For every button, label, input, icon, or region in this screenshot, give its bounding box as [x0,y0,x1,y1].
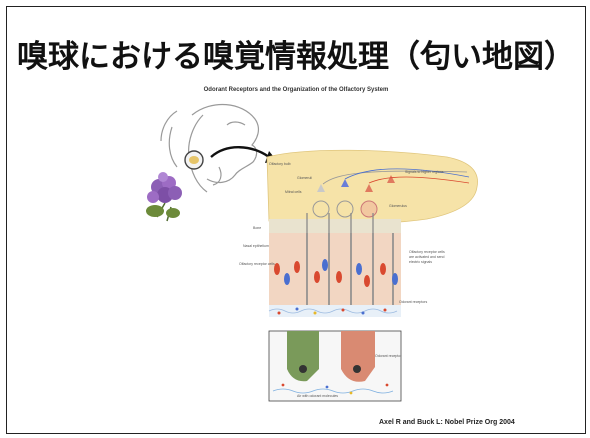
annotation-labels: Olfactory receptor cells are activated a… [399,250,445,304]
lilac-flower-icon [146,172,182,221]
svg-text:electric signals: electric signals [409,260,432,264]
mucus-layer [269,305,401,317]
svg-text:Olfactory receptor cells: Olfactory receptor cells [239,262,275,266]
cribriform-plate [269,219,401,233]
svg-text:Signals to higher regions: Signals to higher regions [405,170,444,174]
slide: 嗅球における嗅覚情報処理（匂い地図） Odorant Receptors and… [6,6,586,434]
svg-text:Bone: Bone [253,226,261,230]
olfactory-system-figure: Olfactory bulb Mitral cells Glomeruli Si… [7,7,585,433]
receptor-inset: Odorant receptor Air with odorant molecu… [269,331,402,401]
svg-text:Nasal epithelium: Nasal epithelium [243,244,269,248]
svg-text:Glomeruli: Glomeruli [297,176,312,180]
svg-text:Air with odorant molecules: Air with odorant molecules [297,394,338,398]
svg-text:Odorant receptors: Odorant receptors [399,300,427,304]
svg-text:Olfactory bulb: Olfactory bulb [269,162,291,166]
svg-text:Olfactory receptor cells: Olfactory receptor cells [409,250,445,254]
svg-text:Odorant receptor: Odorant receptor [375,354,402,358]
nasal-cavity-highlight [185,151,203,169]
figure-credit: Axel R and Buck L: Nobel Prize Org 2004 [379,419,515,426]
svg-text:Mitral cells: Mitral cells [285,190,302,194]
svg-text:Glomerulus: Glomerulus [389,204,407,208]
olfactory-bulb: Olfactory bulb Mitral cells Glomeruli Si… [267,150,478,224]
svg-text:are activated and send: are activated and send [409,255,444,259]
